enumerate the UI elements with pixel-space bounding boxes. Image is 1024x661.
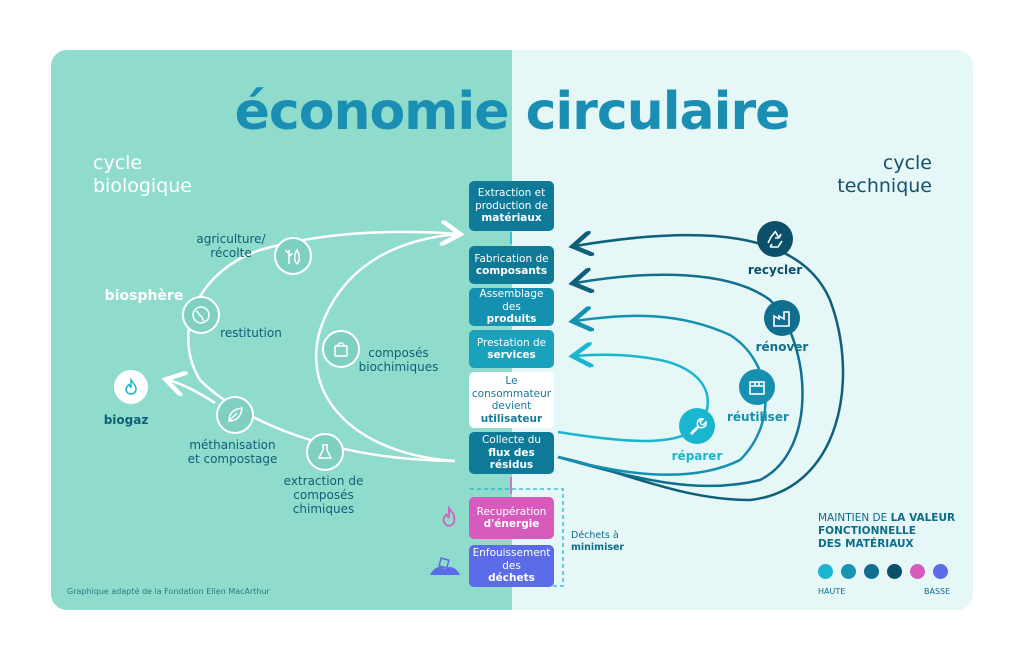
box-recuperation: Recupération d'énergie bbox=[469, 497, 554, 539]
label-recycler: recycler bbox=[747, 263, 803, 277]
legend-dot-6 bbox=[933, 564, 948, 579]
legend-dot-1 bbox=[818, 564, 833, 579]
box-fabrication: Fabrication de composants bbox=[469, 246, 554, 284]
page-title: économie circulaire bbox=[0, 82, 1024, 142]
label-biosphere: biosphère bbox=[104, 288, 184, 304]
label-restitution: restitution bbox=[220, 326, 282, 340]
energy-flame-icon bbox=[437, 505, 461, 529]
label-extraction-chimiques: extraction de composés chimiques bbox=[283, 474, 364, 516]
factory-icon bbox=[764, 300, 800, 336]
legend-low: BASSE bbox=[924, 587, 951, 596]
wrench-icon bbox=[679, 408, 715, 444]
biological-panel bbox=[51, 50, 512, 610]
credit-note: Graphique adapté de la Fondation Ellen M… bbox=[67, 587, 270, 596]
cycle-biological-label: cycle biologique bbox=[93, 152, 192, 197]
flame-icon bbox=[114, 370, 148, 404]
flask-icon bbox=[306, 433, 344, 471]
box-prestation: Prestation de services bbox=[469, 330, 554, 368]
leaf-icon bbox=[216, 396, 254, 434]
globe-icon bbox=[182, 296, 220, 334]
box-assemblage: Assemblage des produits bbox=[469, 288, 554, 326]
legend-dot-5 bbox=[910, 564, 925, 579]
title-part-2: circulaire bbox=[525, 82, 791, 142]
legend-dot-2 bbox=[841, 564, 856, 579]
label-reparer: réparer bbox=[671, 449, 723, 463]
label-renover: rénover bbox=[755, 340, 809, 354]
label-methanisation: méthanisation et compostage bbox=[187, 438, 278, 466]
label-composes-biochimiques: composés biochimiques bbox=[358, 346, 439, 374]
box-utilisateur: Le consommateur devient utilisateur bbox=[469, 372, 554, 428]
label-reutiliser: réutiliser bbox=[727, 410, 789, 424]
label-biogaz: biogaz bbox=[103, 413, 149, 427]
box-collecte: Collecte du flux des résidus bbox=[469, 432, 554, 474]
label-agriculture: agriculture/ récolte bbox=[196, 232, 266, 260]
box-extraction: Extraction et production de matériaux bbox=[469, 181, 554, 231]
legend-dot-3 bbox=[864, 564, 879, 579]
cycle-technical-label: cycle technique bbox=[837, 152, 932, 197]
box-enfouissement: Enfouissement des déchets bbox=[469, 545, 554, 587]
landfill-icon bbox=[428, 552, 462, 580]
recycle-icon bbox=[757, 221, 793, 257]
title-part-1: économie bbox=[234, 82, 510, 142]
legend-dot-4 bbox=[887, 564, 902, 579]
label-dechets: Déchets à minimiser bbox=[571, 530, 625, 553]
legend-title: MAINTIEN DE LA VALEUR FONCTIONNELLE DES … bbox=[818, 512, 956, 550]
legend-high: HAUTE bbox=[818, 587, 846, 596]
crops-icon bbox=[274, 237, 312, 275]
bag-icon bbox=[322, 330, 360, 368]
box-reuse-icon bbox=[739, 369, 775, 405]
